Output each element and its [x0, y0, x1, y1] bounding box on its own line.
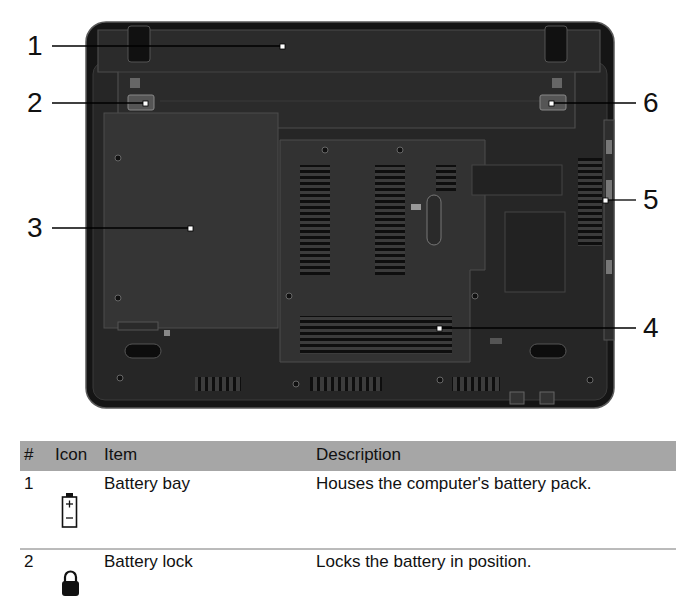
- table-header-bar: [20, 441, 676, 471]
- table-cell: Battery bay: [104, 474, 190, 494]
- table-cell: Locks the battery in position.: [316, 552, 531, 572]
- table-cell: Battery lock: [104, 552, 193, 572]
- leader-lines: [52, 46, 636, 328]
- table-cell: 1: [24, 474, 33, 494]
- callout-number: 1: [27, 30, 43, 62]
- table-header: Description: [316, 445, 401, 465]
- table-header: Icon: [55, 445, 87, 465]
- table-header: Item: [104, 445, 137, 465]
- table-cell: Houses the computer's battery pack.: [316, 474, 591, 494]
- table-header: #: [24, 445, 33, 465]
- callout-number: 3: [27, 212, 43, 244]
- battery-icon: [63, 493, 77, 527]
- callout-number: 6: [643, 87, 659, 119]
- lock-icon: [62, 572, 79, 597]
- table-cell: 2: [24, 552, 33, 572]
- callout-number: 2: [27, 87, 43, 119]
- callout-number: 5: [643, 184, 659, 216]
- callout-number: 4: [643, 312, 659, 344]
